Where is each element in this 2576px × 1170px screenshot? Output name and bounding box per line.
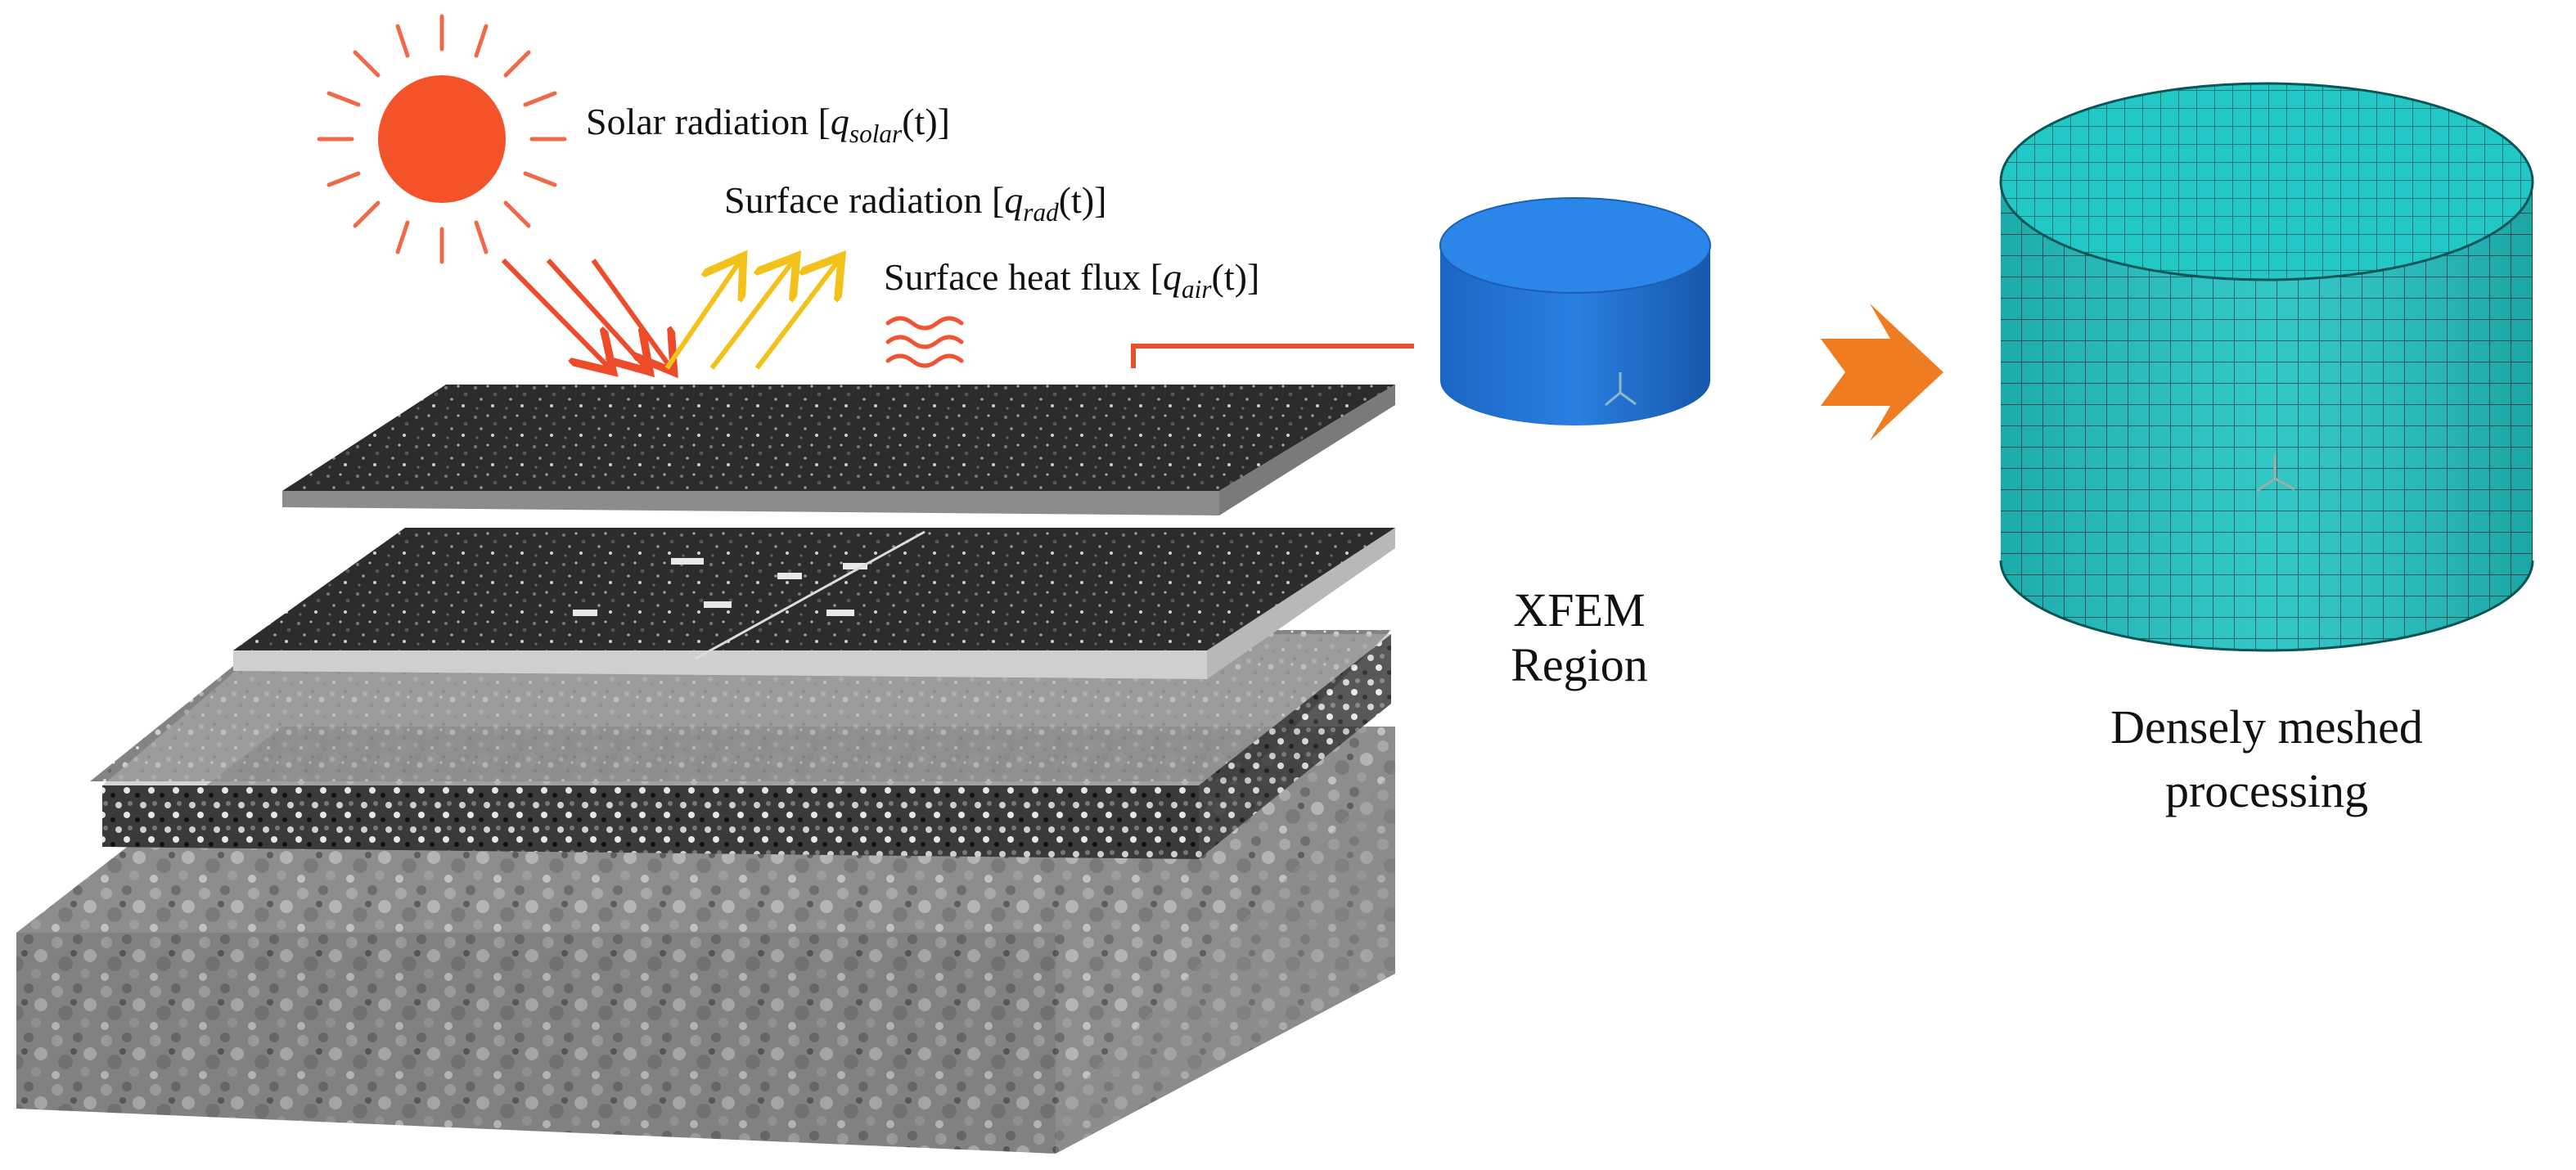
axis-triad-icon [1605, 372, 1637, 407]
meshed-cylinder [1999, 82, 2534, 652]
xfem-cylinder [1439, 197, 1711, 425]
lane-markings [573, 530, 925, 660]
sun-icon [317, 14, 567, 264]
mesh-caption-line1: Densely meshed [2110, 700, 2423, 754]
surface-radiation-arrows [664, 260, 839, 370]
surface-radiation-label: Surface radiation [qrad(t)] [724, 179, 1107, 227]
process-arrow [1821, 304, 1943, 441]
mesh-caption: Densely meshed processing [2046, 695, 2488, 823]
incoming-solar-arrows [501, 258, 671, 368]
solar-radiation-label: Solar radiation [qsolar(t)] [586, 101, 950, 148]
binder-layer [233, 528, 1395, 679]
mesh-caption-line2: processing [2164, 764, 2369, 817]
heat-wave-icon [885, 316, 964, 368]
surface-heat-flux-label: Surface heat flux [qair(t)] [884, 256, 1260, 304]
axis-triad-icon [2256, 454, 2295, 493]
xfem-region-caption: XFEM Region [1511, 583, 1648, 691]
surface-layer [282, 385, 1395, 515]
connector-line [1131, 344, 1414, 368]
